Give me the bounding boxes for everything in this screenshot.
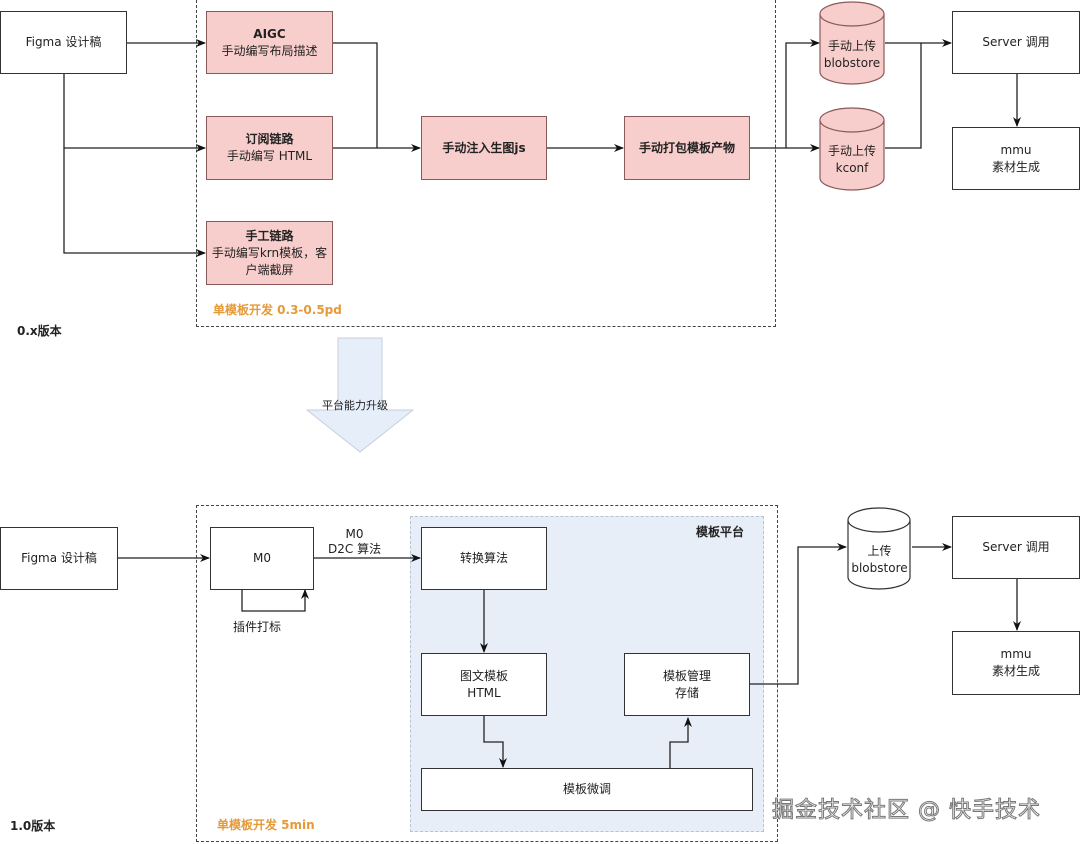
top-group-note: 单模板开发 0.3-0.5pd	[213, 303, 342, 317]
database-icon	[819, 107, 885, 191]
convert-label: 转换算法	[459, 551, 508, 565]
blobstore-upload-db-bottom[interactable]: 上传 blobstore	[847, 505, 912, 591]
figma-design-node[interactable]: Figma 设计稿	[0, 11, 127, 74]
plugin-label: 插件打标	[233, 620, 282, 634]
manual-node[interactable]: 手工链路 手动编写krn模板，客 户端截屏	[206, 221, 333, 285]
figma-design-node-bottom[interactable]: Figma 设计稿	[0, 527, 118, 590]
template-line1: 图文模板	[459, 668, 508, 683]
blob-line2: blobstore	[823, 56, 881, 70]
server-label: Server 调用	[982, 35, 1050, 49]
edge-kconf-server	[885, 43, 922, 149]
figma-label-bottom: Figma 设计稿	[21, 551, 97, 565]
manual-line1: 手动编写krn模板，客	[211, 245, 328, 260]
upgrade-label: 平台能力升级	[322, 399, 388, 412]
package-label: 手动打包模板产物	[638, 140, 735, 155]
edge-figma-subscribe	[63, 74, 206, 152]
platform-title: 模板平台	[696, 525, 745, 539]
kconf-line2: kconf	[835, 161, 869, 175]
convert-algorithm-node[interactable]: 转换算法	[421, 527, 547, 590]
subscribe-node[interactable]: 订阅链路 手动编写 HTML	[206, 116, 333, 180]
aigc-title: AIGC	[253, 26, 286, 41]
upgrade-arrow	[305, 337, 415, 453]
aigc-node[interactable]: AIGC 手动编写布局描述	[206, 11, 333, 74]
aigc-subtitle: 手动编写布局描述	[221, 43, 318, 58]
blob-bottom-line1: 上传	[867, 544, 892, 558]
mmu-bottom-line2: 素材生成	[991, 664, 1040, 678]
subscribe-subtitle: 手动编写 HTML	[226, 149, 313, 163]
figma-label: Figma 设计稿	[25, 35, 102, 49]
mmu-node-bottom[interactable]: mmu 素材生成	[952, 631, 1080, 695]
server-call-node[interactable]: Server 调用	[952, 11, 1080, 74]
manual-title: 手工链路	[245, 228, 294, 243]
template-html-node[interactable]: 图文模板 HTML	[421, 653, 547, 716]
server-call-node-bottom[interactable]: Server 调用	[952, 516, 1080, 579]
subscribe-title: 订阅链路	[245, 132, 294, 146]
tune-label: 模板微调	[562, 782, 611, 796]
database-icon	[847, 507, 911, 590]
blob-line1: 手动上传	[827, 39, 876, 53]
template-line2: HTML	[467, 685, 501, 700]
blob-bottom-line2: blobstore	[851, 561, 908, 575]
package-node[interactable]: 手动打包模板产物	[624, 116, 750, 180]
mmu-node[interactable]: mmu 素材生成	[952, 127, 1080, 190]
watermark: 掘金技术社区 @ 快手技术	[772, 798, 1041, 824]
kconf-upload-db[interactable]: 手动上传 kconf	[819, 106, 885, 192]
mmu-line1: mmu	[1000, 142, 1032, 157]
database-icon	[819, 1, 885, 85]
inject-label: 手动注入生图js	[442, 140, 526, 155]
bottom-group-note: 单模板开发 5min	[217, 818, 315, 832]
mmu-line2: 素材生成	[991, 159, 1040, 174]
d2c-line1: M0	[345, 527, 364, 541]
template-manage-node[interactable]: 模板管理 存储	[624, 653, 750, 716]
kconf-line1: 手动上传	[827, 144, 876, 158]
template-tune-node[interactable]: 模板微调	[421, 768, 753, 811]
manage-line1: 模板管理	[662, 668, 711, 683]
edge-figma-manual	[63, 148, 206, 257]
m0-label: M0	[253, 551, 271, 565]
manage-line2: 存储	[674, 685, 699, 700]
inject-js-node[interactable]: 手动注入生图js	[421, 116, 547, 180]
blobstore-upload-db[interactable]: 手动上传 blobstore	[819, 0, 885, 86]
bottom-version-label: 1.0版本	[10, 819, 56, 833]
server-label-bottom: Server 调用	[982, 540, 1050, 554]
m0-node[interactable]: M0	[210, 527, 314, 590]
top-version-label: 0.x版本	[17, 324, 62, 338]
mmu-bottom-line1: mmu	[1000, 647, 1032, 661]
d2c-edge-label: M0 D2C 算法	[328, 527, 381, 557]
d2c-line2: D2C 算法	[328, 542, 382, 556]
manual-line2: 户端截屏	[245, 262, 294, 277]
